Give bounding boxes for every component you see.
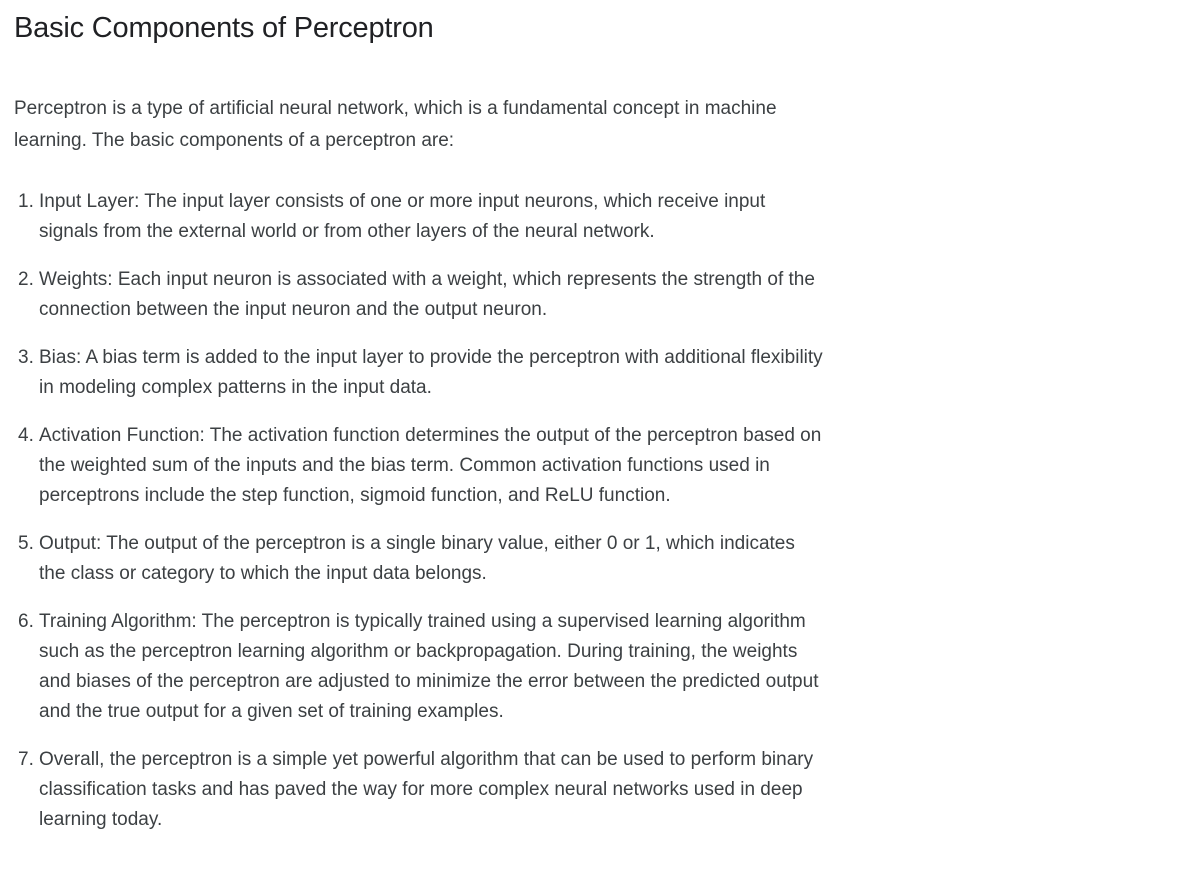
article: Basic Components of Perceptron Perceptro…: [14, 12, 824, 835]
list-item-text: Training Algorithm: The perceptron is ty…: [39, 611, 819, 722]
article-title: Basic Components of Perceptron: [14, 12, 434, 44]
list-item: 7. Overall, the perceptron is a simple y…: [14, 745, 824, 835]
list-item: 2. Weights: Each input neuron is associa…: [14, 265, 824, 325]
list-item-text: Activation Function: The activation func…: [39, 425, 822, 506]
list-item-text: Output: The output of the perceptron is …: [39, 533, 795, 584]
list-item: 4. Activation Function: The activation f…: [14, 421, 824, 511]
list-item-number: 5.: [18, 533, 34, 554]
list-item-number: 2.: [18, 269, 34, 290]
components-list: 1. Input Layer: The input layer consists…: [14, 187, 824, 835]
list-item-text: Overall, the perceptron is a simple yet …: [39, 749, 814, 830]
list-item-text: Bias: A bias term is added to the input …: [39, 347, 823, 398]
list-item-number: 4.: [18, 425, 34, 446]
list-item-number: 1.: [18, 191, 34, 212]
list-item-text: Input Layer: The input layer consists of…: [39, 191, 766, 242]
list-item-number: 7.: [18, 749, 34, 770]
intro-paragraph: Perceptron is a type of artificial neura…: [14, 98, 777, 151]
list-item-number: 3.: [18, 347, 34, 368]
list-item: 6. Training Algorithm: The perceptron is…: [14, 607, 824, 727]
list-item: 1. Input Layer: The input layer consists…: [14, 187, 824, 247]
list-item-text: Weights: Each input neuron is associated…: [39, 269, 815, 320]
list-item-number: 6.: [18, 611, 34, 632]
list-item: 5. Output: The output of the perceptron …: [14, 529, 824, 589]
list-item: 3. Bias: A bias term is added to the inp…: [14, 343, 824, 403]
